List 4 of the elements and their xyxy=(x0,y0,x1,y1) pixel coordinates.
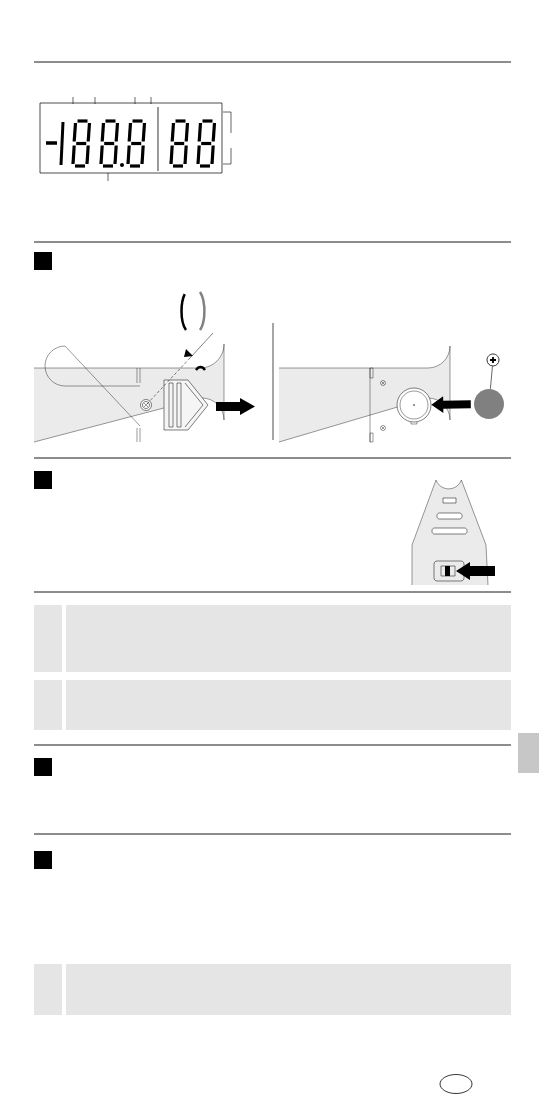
plus-sign xyxy=(486,353,500,367)
battery-holder xyxy=(396,387,432,423)
leader-line xyxy=(490,366,493,390)
coin-battery xyxy=(474,389,504,419)
